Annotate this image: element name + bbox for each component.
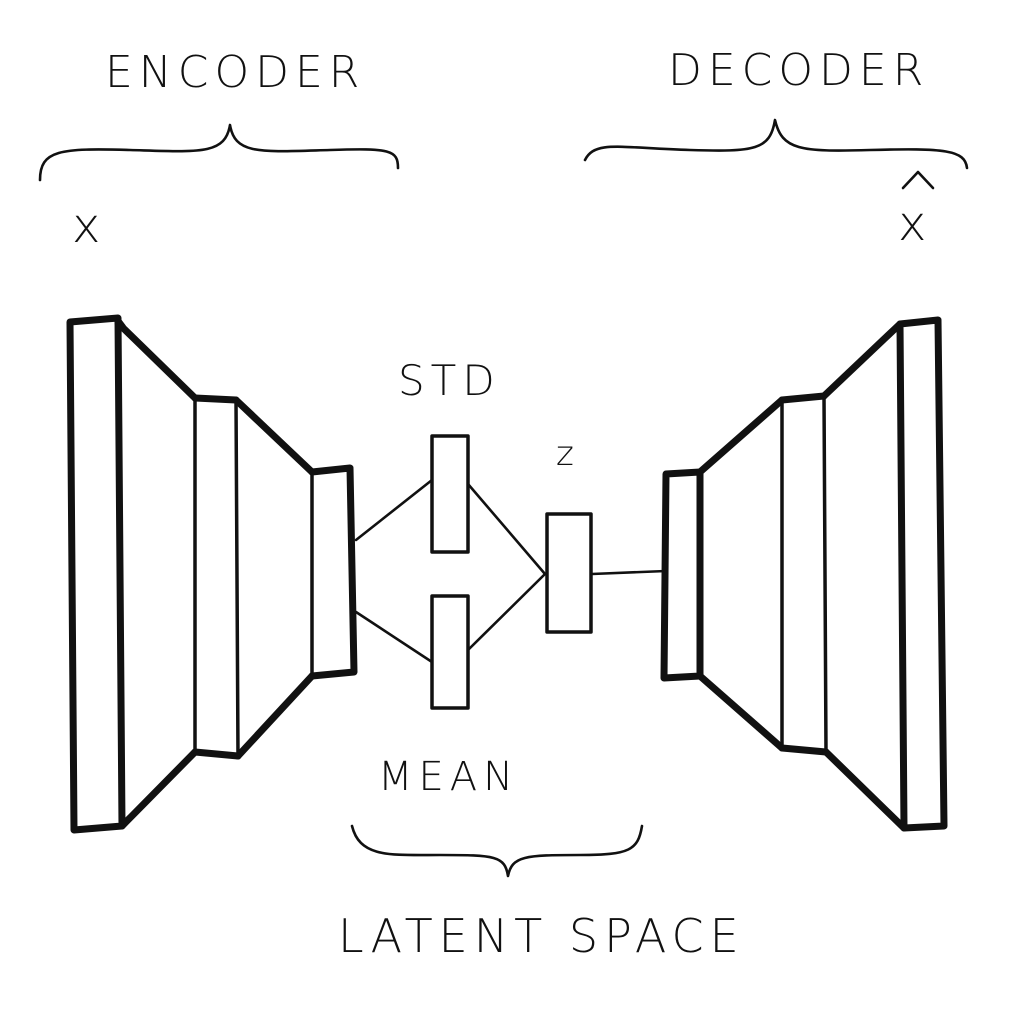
decoder-layer-1 [660,468,704,682]
latent-brace [350,824,644,878]
latent-connections [354,478,668,664]
decoder-layer-3 [896,316,948,832]
encoder-layer-1 [66,314,126,834]
decoder-label: DECODER [668,45,929,96]
std-label: STD [398,356,501,405]
encoder-network [66,314,358,834]
mean-label: MEAN [378,754,519,800]
encoder-label: ENCODER [105,47,365,98]
z-label: z [556,434,580,474]
decoder-network [660,316,948,832]
decoder-brace [583,118,969,170]
z-vector-box [545,512,593,634]
encoder-layer-2 [193,396,240,758]
x-hat-caret [901,170,935,190]
std-vector-box [430,434,470,554]
decoder-layer-2 [780,394,828,754]
input-x-label: x [72,198,106,254]
latent-space-label: LATENT SPACE [338,909,745,963]
encoder-brace [38,123,400,182]
mean-vector-box [430,594,470,710]
output-x-hat-label: x [898,196,932,252]
